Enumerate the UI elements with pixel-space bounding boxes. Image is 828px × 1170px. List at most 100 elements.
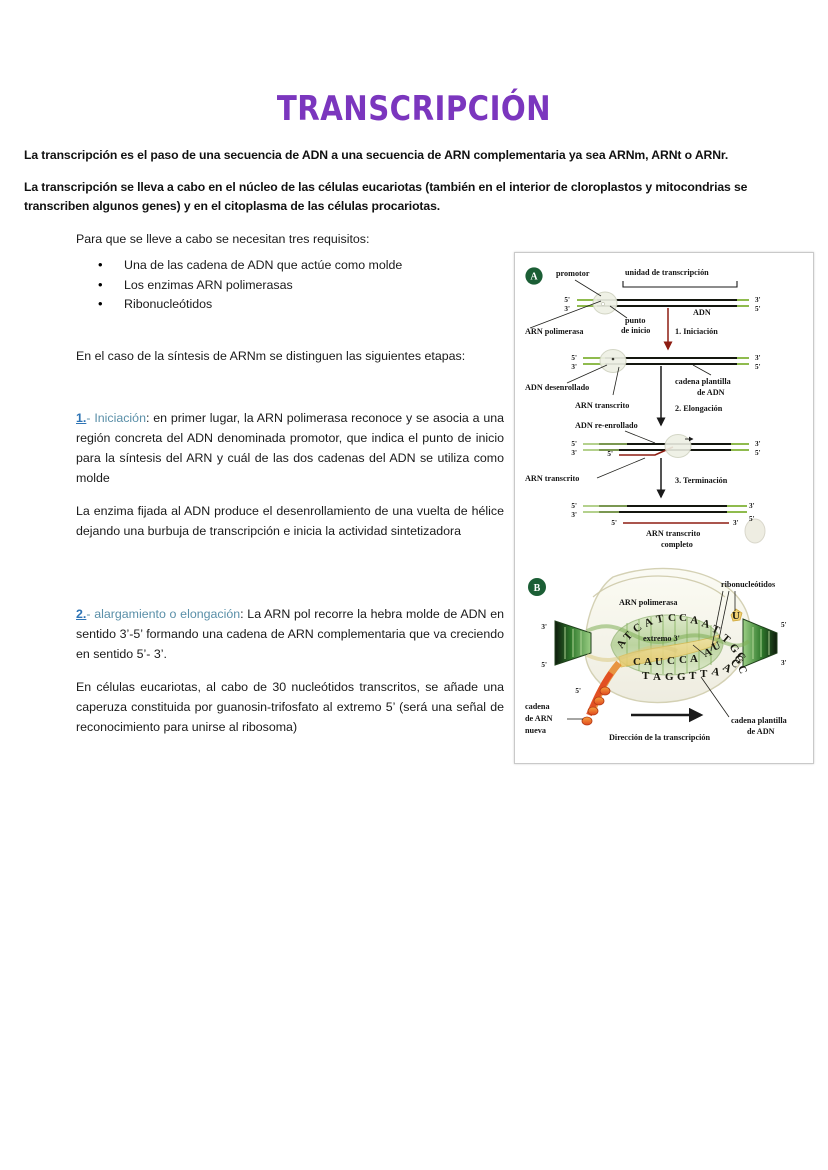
step3-3prime-top: 3' xyxy=(755,440,761,448)
new-rna-chain xyxy=(581,660,622,726)
base-c3: C xyxy=(679,612,687,624)
label-ribonucleotidos: ribonucleótidos xyxy=(721,580,775,589)
step3-5prime-bottom: 5' xyxy=(755,449,761,457)
panelb-5prime-right: 5' xyxy=(781,621,787,629)
label-cadena-plantilla-b-2: de ADN xyxy=(747,727,775,736)
label-adn-reenrollado: ADN re-enrollado xyxy=(575,421,638,430)
section-1-kicker: Iniciación xyxy=(94,411,146,425)
base-rna-a1: A xyxy=(644,656,652,668)
final-rna-5prime: 5' xyxy=(611,519,617,527)
intro-paragraph-2: La transcripción se lleva a cabo en el n… xyxy=(24,180,748,213)
section-1-colon: : xyxy=(145,411,154,425)
label-punto-inicio-2: de inicio xyxy=(621,326,650,335)
dna-top-sequence: A T C A T C C A A T T G G C xyxy=(614,612,749,676)
section-2-body: La ARN pol recorre la hebra molde de ADN… xyxy=(76,607,504,662)
list-item: Los enzimas ARN polimerasas xyxy=(98,275,544,296)
stages-lead: En el caso de la síntesis de ARNm se dis… xyxy=(76,349,466,363)
panel-a-group: A promotor unidad de transcripción 5' 3'… xyxy=(525,267,766,549)
panel-b-letter: B xyxy=(534,583,541,594)
transcription-diagram-figure: A promotor unidad de transcripción 5' 3'… xyxy=(514,252,814,764)
panelb-3prime-right: 3' xyxy=(781,659,787,667)
base-rna-a3: A xyxy=(702,646,713,660)
base-tpl-a1: A xyxy=(653,671,661,683)
step1-3prime-top: 3' xyxy=(755,296,761,304)
section-1-body: en primer lugar, la ARN polimerasa recon… xyxy=(76,411,504,486)
panel-a-letter: A xyxy=(530,272,538,283)
base-free-u: U xyxy=(732,610,740,622)
base-tpl-g1: G xyxy=(665,671,674,683)
label-arn-polimerasa-b: ARN polimerasa xyxy=(619,598,677,607)
panelb-5prime-left: 5' xyxy=(541,661,547,669)
requirements-list: Una de las cadena de ADN que actúe como … xyxy=(96,255,544,315)
dna-duplex-step1 xyxy=(577,291,749,315)
step1-5prime-top: 5' xyxy=(564,296,570,304)
dna-duplex-final xyxy=(583,505,766,544)
section-2-number: 2. xyxy=(76,607,87,621)
base-a3: A xyxy=(690,614,700,627)
base-a4: A xyxy=(700,617,711,631)
section-elongacion: 2.- alargamiento o elongación: La ARN po… xyxy=(76,604,504,738)
base-tpl-t2: T xyxy=(689,670,697,682)
base-a2: A xyxy=(643,616,655,630)
section-iniciacion: 1.- Iniciación: en primer lugar, la ARN … xyxy=(76,408,504,542)
panel-b-group: B ARN polimerasa xyxy=(525,567,787,742)
final-3prime-bottom: 3' xyxy=(571,511,577,519)
label-arn-transcrito-2: ARN transcrito xyxy=(525,474,579,483)
step1-3prime-bottom: 3' xyxy=(564,305,570,313)
released-polymerase xyxy=(744,518,766,544)
base-tpl-t3: T xyxy=(700,668,708,680)
label-cadena-plantilla-a-2: de ADN xyxy=(697,388,725,397)
step1-5prime-bottom: 5' xyxy=(755,305,761,313)
base-tpl-a2: A xyxy=(710,665,721,679)
label-arn-transcrito-1: ARN transcrito xyxy=(575,401,629,410)
label-cadena-arn-3: nueva xyxy=(525,726,546,735)
step3-5prime-top: 5' xyxy=(571,440,577,448)
base-rna-a2: A xyxy=(690,653,698,665)
label-cadena-plantilla-b-1: cadena plantilla xyxy=(731,716,787,725)
step3-3prime-bottom: 3' xyxy=(571,449,577,457)
label-paso-2: 2. Elongación xyxy=(675,404,723,413)
final-rna-3prime: 3' xyxy=(733,519,739,527)
label-cadena-plantilla-a-1: cadena plantilla xyxy=(675,377,731,386)
panel-b-badge xyxy=(528,578,546,596)
label-punto-inicio-1: punto xyxy=(625,316,645,325)
dna-duplex-step3 xyxy=(583,434,749,458)
base-c2: C xyxy=(668,612,676,624)
label-paso-3: 3. Terminación xyxy=(675,476,728,485)
section-1-main-paragraph: 1.- Iniciación: en primer lugar, la ARN … xyxy=(76,408,504,488)
panelb-5prime-rna: 5' xyxy=(575,687,581,695)
base-rna-u1: U xyxy=(655,656,663,668)
label-adn: ADN xyxy=(693,308,711,317)
transcription-unit-bracket xyxy=(622,281,738,288)
step2-3prime-top: 3' xyxy=(755,354,761,362)
section-2-kicker: alargamiento o elongación xyxy=(94,607,241,621)
final-5prime-bottom: 5' xyxy=(749,515,755,523)
section-2-colon: : xyxy=(240,607,248,621)
label-arn-completo-2: completo xyxy=(661,540,693,549)
list-item: Una de las cadena de ADN que actúe como … xyxy=(98,255,544,276)
label-cadena-arn-2: de ARN xyxy=(525,714,553,723)
label-extremo-3prime: extremo 3' xyxy=(643,634,680,643)
section-2-extra-paragraph: En células eucariotas, al cabo de 30 nuc… xyxy=(76,680,504,735)
step3-rna-5prime: 5' xyxy=(607,450,613,458)
base-tpl-g2: G xyxy=(677,671,686,683)
intro-paragraph-1: La transcripción es el paso de una secue… xyxy=(24,148,729,162)
section-1-number: 1. xyxy=(76,411,87,425)
requirements-lead: Para que se lleve a cabo se necesitan tr… xyxy=(76,232,370,246)
step2-5prime-top: 5' xyxy=(571,354,577,362)
base-t2: T xyxy=(655,613,665,626)
final-3prime-top: 3' xyxy=(749,502,755,510)
section-1-dash: - xyxy=(86,411,95,425)
list-item: Ribonucleótidos xyxy=(98,294,544,315)
base-rna-c2: C xyxy=(667,655,675,667)
label-cadena-arn-1: cadena xyxy=(525,702,550,711)
base-rna-c1: C xyxy=(633,656,641,668)
label-promotor: promotor xyxy=(556,269,590,278)
label-direccion-transcripcion: Dirección de la transcripción xyxy=(609,733,710,742)
section-1-extra-paragraph: La enzima fijada al ADN produce el desen… xyxy=(76,504,504,539)
final-5prime-top: 5' xyxy=(571,502,577,510)
panel-a-badge xyxy=(525,267,543,285)
base-rna-c3: C xyxy=(679,654,687,666)
label-adn-desenrollado: ADN desenrollado xyxy=(525,383,589,392)
label-arn-completo-1: ARN transcrito xyxy=(646,529,700,538)
